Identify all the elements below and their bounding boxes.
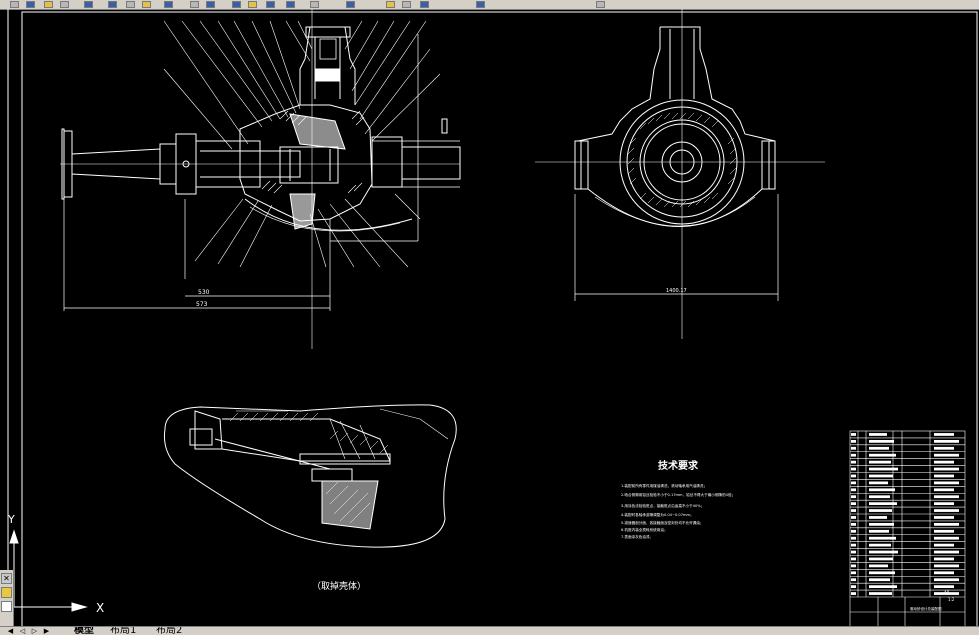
detail-view [164, 404, 457, 548]
next-tab-icon[interactable]: ▷ [31, 627, 38, 635]
tech-line-3: 3.用涂色法检验斑点，接触斑点沿齿高不小于40%； [621, 503, 704, 508]
sheet-set-icon[interactable] [402, 1, 411, 8]
zoom-window-icon[interactable] [266, 1, 275, 8]
tab-layout1[interactable]: 布局1 [110, 626, 137, 635]
copy-icon[interactable] [126, 1, 135, 8]
tech-line-7: 7.表面涂灰色油漆。 [621, 534, 653, 539]
tech-line-4: 4.装配时各轴承游隙调整为0.04~0.07mm； [621, 512, 694, 517]
detail-hatch [229, 412, 389, 524]
dimension-width: 1400.17 [666, 288, 687, 294]
front-section-view [60, 9, 461, 349]
match-prop-icon[interactable] [164, 1, 173, 8]
print-icon[interactable] [60, 1, 69, 8]
parts-row-text [869, 433, 887, 436]
markup-icon[interactable] [420, 1, 429, 8]
parts-row-text [869, 474, 893, 478]
parts-row-text [869, 571, 895, 575]
pan-icon[interactable] [232, 1, 241, 8]
title-block-scale: 1:2 [948, 597, 955, 602]
calc-icon[interactable] [476, 1, 485, 8]
parts-row-text [869, 481, 888, 485]
parts-row-text [869, 585, 897, 589]
parts-row-text [869, 522, 894, 526]
parts-row-text [869, 516, 887, 519]
ucs-icon [9, 529, 88, 612]
tech-line-5: 5.减速器剖分面、各接触面及密封处均不允许漏油； [621, 520, 704, 525]
save-icon[interactable] [44, 1, 53, 8]
parts-row-text [869, 557, 893, 561]
dimension-530: 530 [198, 289, 210, 296]
standard-toolbar [0, 0, 979, 10]
undo-icon[interactable] [190, 1, 199, 8]
zoom-realtime-icon[interactable] [248, 1, 257, 8]
parts-row-text [869, 488, 895, 492]
detail-caption: （取掉壳体） [312, 580, 366, 592]
paste-icon[interactable] [142, 1, 151, 8]
tech-line-6: 6.机座内装全损耗系统用油； [621, 527, 668, 532]
design-center-icon[interactable] [346, 1, 355, 8]
parts-row-text [869, 536, 896, 540]
parts-row-text [869, 495, 890, 499]
drawing-canvas[interactable]: 530 573 1400.17 [0, 9, 979, 626]
drawing-frame [21, 11, 978, 626]
cut-icon[interactable] [108, 1, 117, 8]
title-block-name: 驱动桥设计总装配图 [910, 606, 942, 611]
tab-model[interactable]: 模型 [74, 626, 94, 635]
ucs-x-label: X [96, 601, 104, 615]
properties-dock[interactable]: ✕ [0, 570, 14, 626]
parts-row-text [869, 467, 898, 471]
open-icon[interactable] [26, 1, 35, 8]
tab-layout2[interactable]: 布局2 [156, 626, 183, 635]
parts-row-text [869, 460, 891, 464]
parts-row-text [869, 529, 889, 533]
parts-row-text [869, 439, 894, 443]
parts-row-text [869, 543, 891, 547]
parts-row-text [869, 502, 897, 506]
first-tab-icon[interactable]: ◀ [7, 627, 14, 635]
close-icon[interactable]: ✕ [1, 573, 12, 584]
parts-row-text [869, 446, 889, 450]
properties-icon[interactable] [310, 1, 319, 8]
parts-row-text [869, 453, 896, 457]
tech-line-2: 2.啮合侧隙用铅丝检验不小于0.17mm，铅丝不得大于最小侧隙的4倍； [621, 492, 735, 497]
parts-row-text [869, 564, 888, 568]
last-tab-icon[interactable]: ▶ [43, 627, 50, 635]
layout-tab-bar: ◀ ◁ ▷ ▶ 模型 布局1 布局2 [0, 626, 979, 635]
title-block-sheet: A0 [944, 590, 950, 595]
preview-icon[interactable] [84, 1, 93, 8]
tech-line-1: 1.装配前所有零件用煤油清洗，滚动轴承用汽油清洗； [621, 483, 707, 488]
tool-palette-icon[interactable] [386, 1, 395, 8]
zoom-previous-icon[interactable] [286, 1, 295, 8]
side-gear-hatch [627, 112, 737, 208]
ucs-y-label: Y [7, 513, 15, 526]
help-icon[interactable] [596, 1, 605, 8]
parts-list-table [849, 430, 966, 626]
palette-icon[interactable] [1, 587, 12, 598]
parts-row-text [869, 592, 892, 595]
document-icon[interactable] [1, 601, 12, 612]
tech-requirements-title: 技术要求 [658, 459, 699, 472]
parts-row-text [869, 509, 892, 512]
leader-lines [163, 20, 441, 268]
prev-tab-icon[interactable]: ◁ [19, 627, 26, 635]
new-file-icon[interactable] [10, 1, 19, 8]
side-section-view [535, 9, 825, 339]
redo-icon[interactable] [206, 1, 215, 8]
parts-row-text [869, 550, 898, 554]
parts-row-text [869, 578, 890, 582]
dimension-573: 573 [196, 301, 208, 308]
